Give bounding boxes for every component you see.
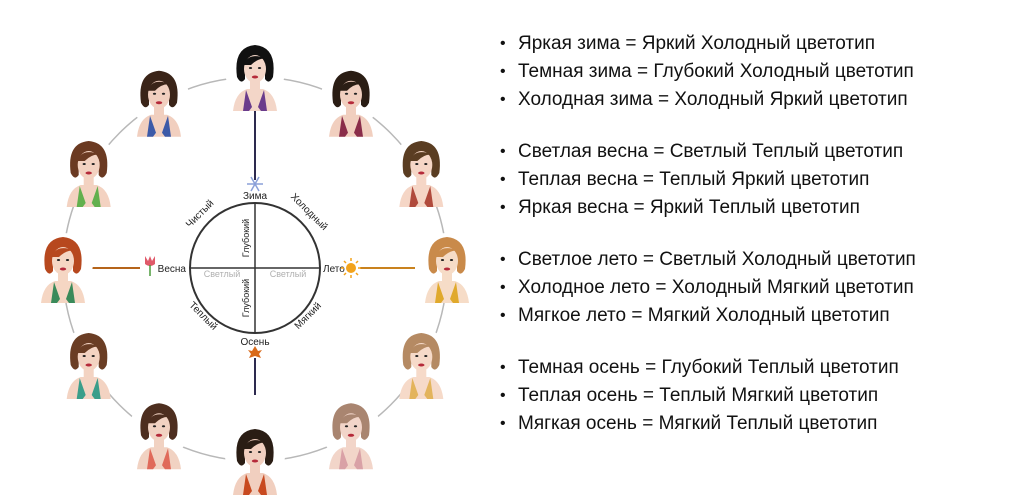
portrait-icon — [417, 233, 477, 303]
list-item-text: Холодная зима = Холодный Яркий цветотип — [518, 89, 908, 110]
list-item: • Мягкое лето = Мягкий Холодный цветотип — [500, 302, 1015, 330]
list-item: • Темная зима = Глубокий Холодный цветоти… — [500, 58, 1015, 86]
list-item-text: Холодное лето = Холодный Мягкий цветотип — [518, 277, 914, 298]
list-item-text: Теплая осень = Теплый Мягкий цветотип — [518, 385, 879, 406]
label-light-right: Светлый — [270, 269, 307, 279]
snowflake-icon — [247, 176, 263, 192]
leaf-icon — [248, 346, 262, 358]
bullet: • — [500, 251, 506, 268]
legend-group-spring: • Светлая весна = Светлый Теплый цветотип… — [500, 138, 1015, 222]
list-item-text: Мягкое лето = Мягкий Холодный цветотип — [518, 305, 890, 326]
bullet: • — [500, 387, 506, 404]
list-item-text: Теплая весна = Теплый Яркий цветотип — [518, 169, 870, 190]
portrait-icon — [58, 329, 119, 399]
list-item: • Светлая весна = Светлый Теплый цветотип — [500, 138, 1015, 166]
bullet: • — [500, 35, 506, 52]
portrait-icon — [58, 137, 119, 207]
list-item: • Теплая весна = Теплый Яркий цветотип — [500, 166, 1015, 194]
list-item: • Светлое лето = Светлый Холодный цветоти… — [500, 246, 1015, 274]
portrait-icon — [391, 329, 452, 399]
bullet: • — [500, 279, 506, 296]
list-item-text: Темная осень = Глубокий Теплый цветотип — [518, 357, 899, 378]
legend-group-summer: • Светлое лето = Светлый Холодный цветоти… — [500, 246, 1015, 330]
list-item: • Теплая осень = Теплый Мягкий цветотип — [500, 382, 1015, 410]
list-item: • Темная осень = Глубокий Теплый цветотип — [500, 354, 1015, 382]
portrait-icon — [225, 425, 285, 495]
label-autumn: Осень — [240, 337, 269, 348]
list-item-text: Яркая весна = Яркий Теплый цветотип — [518, 197, 860, 218]
sun-icon — [341, 258, 361, 278]
label-deep-upper: Глубокий — [241, 219, 251, 257]
list-item-text: Яркая зима = Яркий Холодный цветотип — [518, 33, 875, 54]
bullet: • — [500, 415, 506, 432]
label-winter: Зима — [243, 191, 268, 202]
portrait-icon — [129, 399, 189, 470]
list-item-text: Светлая весна = Светлый Теплый цветотип — [518, 141, 904, 162]
bullet: • — [500, 359, 506, 376]
portraits — [33, 41, 477, 495]
list-item-text: Темная зима = Глубокий Холодный цветотип — [518, 61, 914, 82]
portrait-icon — [33, 233, 93, 303]
bullet: • — [500, 63, 506, 80]
tulip-icon — [145, 256, 155, 276]
bullet: • — [500, 307, 506, 324]
bullet: • — [500, 91, 506, 108]
portrait-icon — [225, 41, 285, 111]
list-item-text: Светлое лето = Светлый Холодный цветотип — [518, 249, 916, 270]
color-type-wheel: Зима Осень Весна Лето Холодный Чистый Те… — [33, 41, 477, 495]
bullet: • — [500, 143, 506, 160]
list-item: • Яркая весна = Яркий Теплый цветотип — [500, 194, 1015, 222]
color-type-legend: • Яркая зима = Яркий Холодный цветотип • Т… — [500, 30, 1015, 462]
list-item: • Холодное лето = Холодный Мягкий цветоти… — [500, 274, 1015, 302]
list-item: • Холодная зима = Холодный Яркий цветотип — [500, 86, 1015, 114]
portrait-icon — [321, 399, 381, 470]
legend-group-autumn: • Темная осень = Глубокий Теплый цветотип… — [500, 354, 1015, 438]
list-item: • Яркая зима = Яркий Холодный цветотип — [500, 30, 1015, 58]
bullet: • — [500, 171, 506, 188]
bullet: • — [500, 199, 506, 216]
list-item: • Мягкая осень = Мягкий Теплый цветотип — [500, 410, 1015, 438]
portrait-icon — [321, 66, 381, 137]
label-spring: Весна — [158, 264, 187, 275]
list-item-text: Мягкая осень = Мягкий Теплый цветотип — [518, 413, 878, 434]
label-summer: Лето — [323, 264, 345, 275]
label-light-left: Светлый — [204, 269, 241, 279]
portrait-icon — [129, 66, 189, 137]
portrait-icon — [391, 137, 452, 207]
legend-group-winter: • Яркая зима = Яркий Холодный цветотип • Т… — [500, 30, 1015, 114]
label-deep-lower: Глубокий — [241, 279, 251, 317]
